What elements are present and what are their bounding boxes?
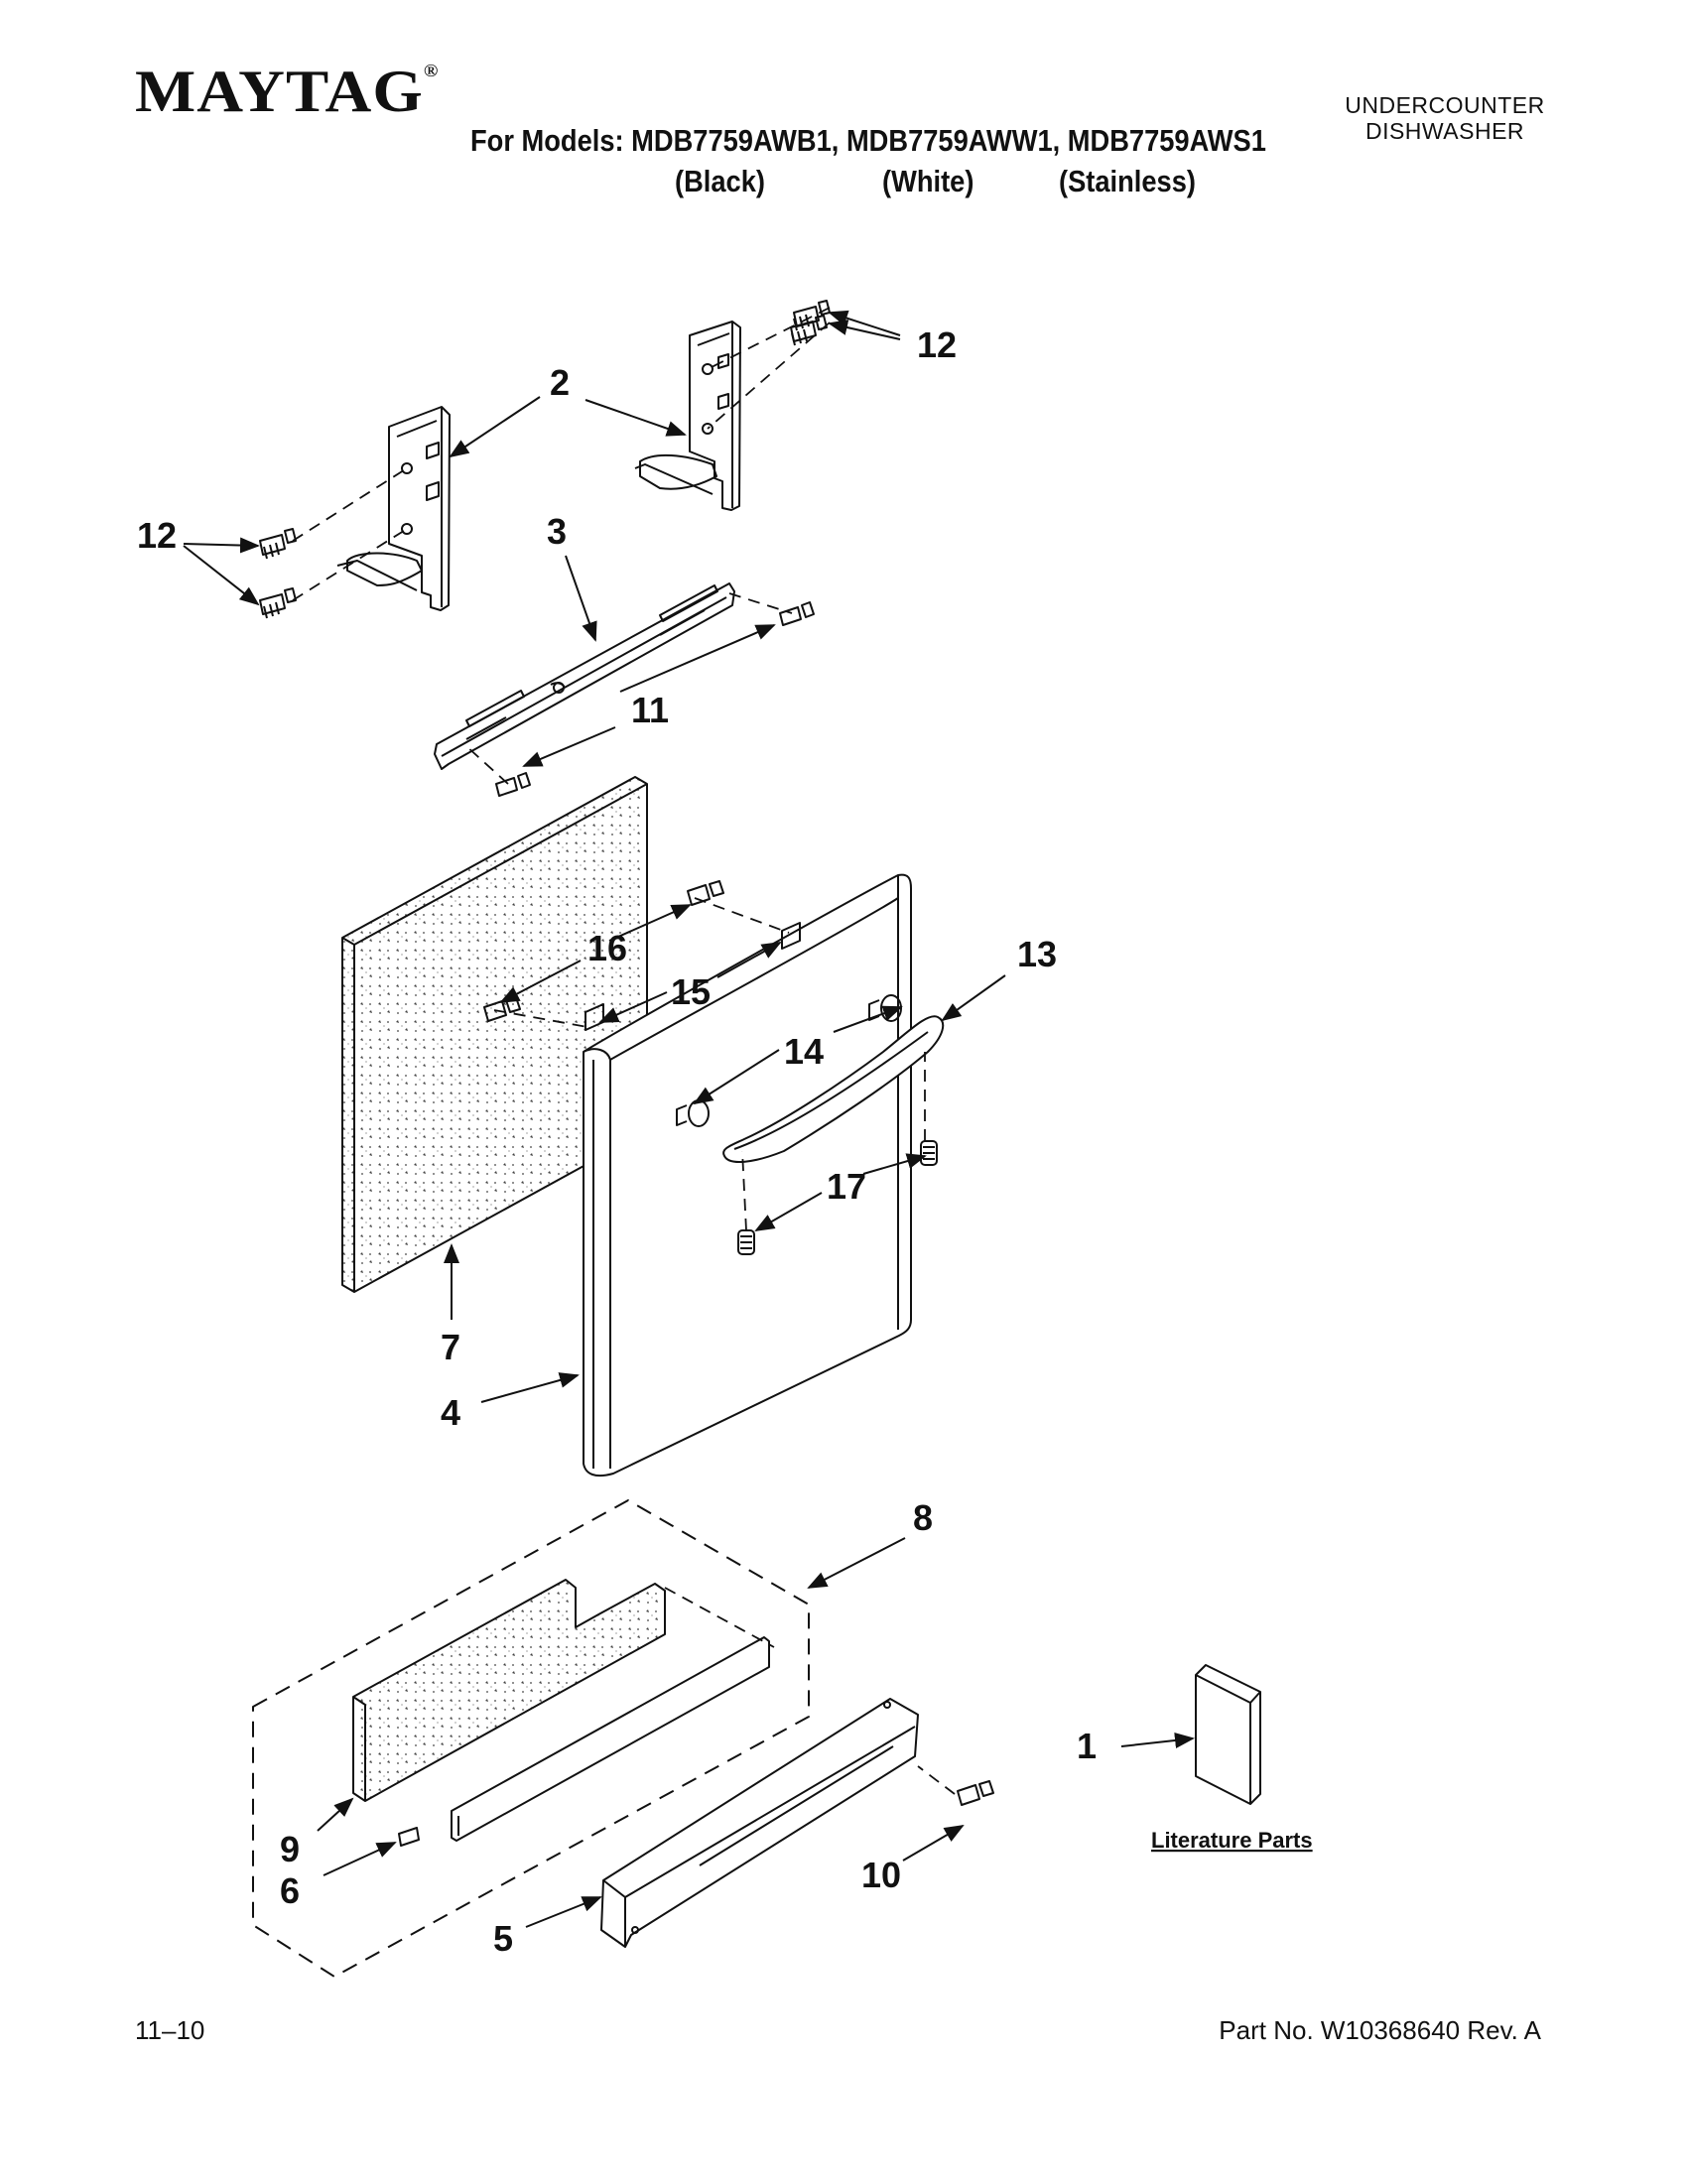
assembly-lines bbox=[292, 307, 956, 1795]
color-stainless: (Stainless) bbox=[1059, 164, 1196, 198]
product-line-2: DISHWASHER bbox=[1364, 118, 1525, 144]
toe-panel-screw bbox=[957, 1780, 994, 1806]
callout-2: 2 bbox=[550, 362, 570, 403]
models-line: For Models: MDB7759AWB1, MDB7759AWW1, MD… bbox=[470, 123, 1266, 158]
literature-parts-label: Literature Parts bbox=[1151, 1828, 1313, 1853]
callout-1: 1 bbox=[1077, 1726, 1097, 1766]
callout-3: 3 bbox=[547, 511, 567, 552]
callout-14: 14 bbox=[784, 1031, 824, 1072]
callout-5: 5 bbox=[493, 1918, 513, 1959]
toe-panel-clip bbox=[398, 1827, 420, 1847]
toe-panel bbox=[600, 1698, 919, 1948]
outer-door-panel bbox=[583, 873, 912, 1477]
literature-booklet bbox=[1195, 1664, 1261, 1805]
hinge-screws-right bbox=[790, 300, 831, 346]
callout-7: 7 bbox=[441, 1327, 460, 1367]
callout-11: 11 bbox=[631, 690, 669, 730]
callout-17: 17 bbox=[827, 1166, 866, 1207]
door-insulation-panel bbox=[341, 776, 648, 1293]
door-hinge-bracket-left bbox=[336, 406, 451, 611]
registered-mark: ® bbox=[423, 61, 440, 80]
callout-6: 6 bbox=[280, 1870, 300, 1911]
leader-arrows bbox=[183, 310, 1195, 1928]
door-handle bbox=[722, 1015, 945, 1163]
maytag-logo: MAYTAG® bbox=[135, 62, 440, 121]
rail-screws bbox=[495, 601, 815, 797]
hinge-screws-left bbox=[259, 528, 297, 619]
callout-4: 4 bbox=[441, 1392, 460, 1433]
toe-panel-kit-outline bbox=[252, 1499, 810, 1978]
door-mounting-bracket bbox=[434, 582, 735, 770]
callout-10: 10 bbox=[861, 1855, 901, 1895]
door-hinge-bracket-right bbox=[634, 321, 741, 511]
callout-labels: 2 12 12 3 11 16 15 13 14 17 7 4 8 1 9 6 … bbox=[137, 324, 1313, 1959]
color-white: (White) bbox=[882, 164, 974, 198]
date-code: 11–10 bbox=[135, 2015, 205, 2045]
toe-panel-strip bbox=[451, 1636, 770, 1842]
toe-insulation bbox=[352, 1579, 666, 1802]
product-type: UNDERCOUNTER DISHWASHER bbox=[1336, 92, 1554, 144]
callout-12-right: 12 bbox=[917, 324, 957, 365]
color-black: (Black) bbox=[675, 164, 765, 198]
callout-15: 15 bbox=[671, 971, 711, 1012]
callout-9: 9 bbox=[280, 1829, 300, 1869]
callout-13: 13 bbox=[1017, 934, 1057, 974]
brand-name: MAYTAG bbox=[135, 59, 424, 124]
product-line-1: UNDERCOUNTER bbox=[1345, 92, 1545, 118]
callout-8: 8 bbox=[913, 1497, 933, 1538]
callout-16: 16 bbox=[587, 928, 627, 968]
callout-12-left: 12 bbox=[137, 515, 177, 556]
part-number: Part No. W10368640 Rev. A bbox=[1219, 2015, 1541, 2045]
